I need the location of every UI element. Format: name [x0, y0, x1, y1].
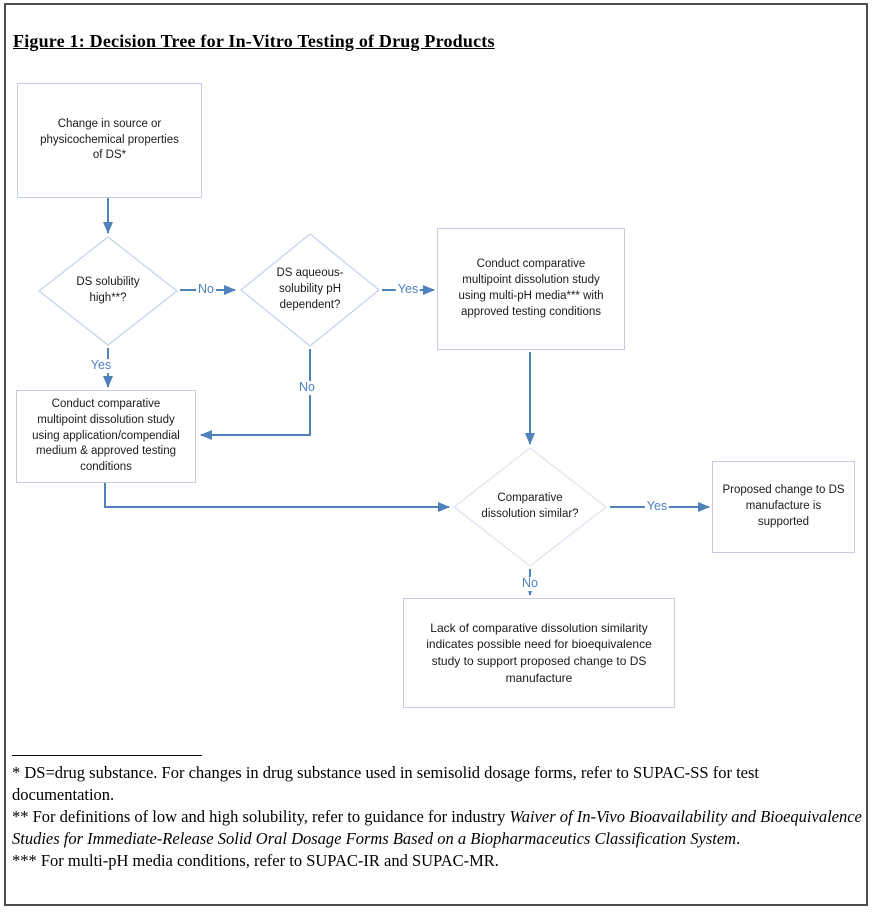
- footnote-2-italic-title: Waiver of In-Vivo Bioavailability and Bi…: [12, 807, 862, 848]
- edge-label-solubility-no: No: [196, 282, 216, 297]
- diamond-shape: [453, 447, 607, 567]
- node-change-source: Change in source or physicochemical prop…: [17, 83, 202, 198]
- footnote-1: * DS=drug substance. For changes in drug…: [12, 763, 759, 804]
- figure-title: Figure 1: Decision Tree for In-Vitro Tes…: [13, 31, 495, 51]
- node-change-supported-label: Proposed change to DS manufacture is sup…: [722, 484, 845, 528]
- node-solubility-high-label: DS solubility high**?: [76, 276, 140, 304]
- node-multi-ph-study-label: Conduct comparative multipoint dissoluti…: [458, 258, 604, 318]
- footnote-divider: [12, 755, 202, 756]
- edge-label-ph-yes: Yes: [395, 282, 421, 297]
- edge-label-similar-yes: Yes: [644, 499, 670, 514]
- edge-ph-no: [200, 349, 311, 440]
- footnotes: * DS=drug substance. For changes in drug…: [12, 762, 862, 872]
- edge-label-solubility-yes: Yes: [88, 358, 114, 373]
- node-ph-dependent-label: DS aqueous- solubility pH dependent?: [276, 267, 344, 311]
- node-dissolution-similar-label: Comparative dissolution similar?: [481, 492, 579, 520]
- footnote-2: ** For definitions of low and high solub…: [12, 807, 862, 848]
- node-change-supported: Proposed change to DS manufacture is sup…: [712, 461, 855, 553]
- node-solubility-high: DS solubility high**?: [38, 236, 178, 346]
- node-ph-dependent: DS aqueous- solubility pH dependent?: [240, 233, 380, 347]
- node-compendial-study: Conduct comparative multipoint dissoluti…: [16, 390, 196, 483]
- footnote-3: *** For multi-pH media conditions, refer…: [12, 851, 499, 870]
- diamond-shape: [38, 236, 178, 346]
- edge-label-similar-no: No: [520, 576, 540, 591]
- node-multi-ph-study: Conduct comparative multipoint dissoluti…: [437, 228, 625, 350]
- edge-label-ph-no: No: [297, 380, 317, 395]
- edge-compendial-to-similar: [104, 483, 450, 512]
- node-compendial-study-label: Conduct comparative multipoint dissoluti…: [32, 397, 180, 474]
- diamond-shape: [240, 233, 380, 347]
- node-lack-similarity: Lack of comparative dissolution similari…: [403, 598, 675, 708]
- node-lack-similarity-label: Lack of comparative dissolution similari…: [426, 620, 652, 685]
- node-dissolution-similar: Comparative dissolution similar?: [453, 447, 607, 567]
- node-change-source-label: Change in source or physicochemical prop…: [40, 117, 179, 162]
